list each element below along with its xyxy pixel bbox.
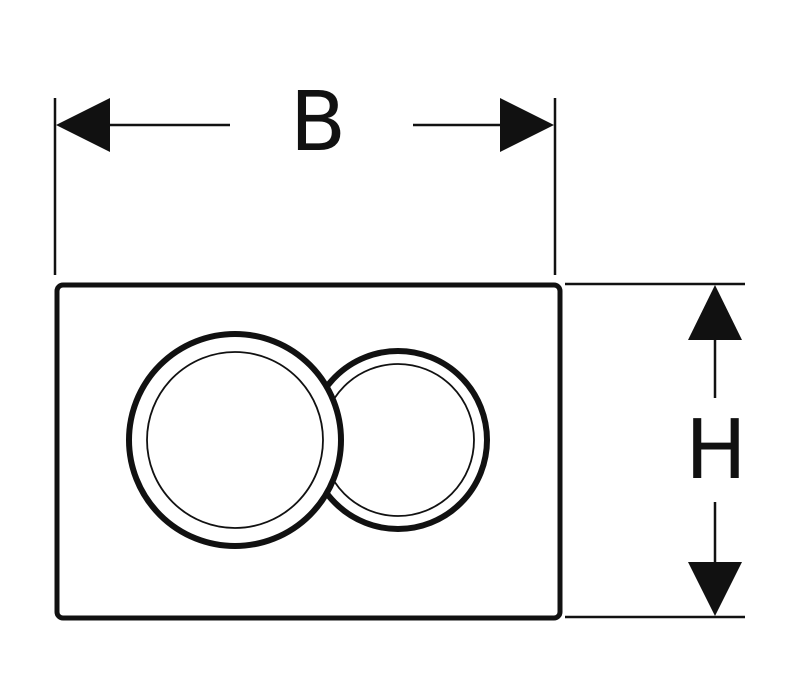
- width-label: B: [290, 75, 346, 170]
- width-dimension: B: [53, 75, 557, 275]
- height-dimension: H: [565, 282, 747, 619]
- arrowhead-up-icon: [688, 285, 742, 340]
- left-flush-button: [126, 331, 344, 549]
- arrowhead-down-icon: [688, 562, 742, 616]
- flush-plate: [54, 282, 563, 621]
- right-flush-button: [306, 348, 490, 532]
- height-label: H: [685, 403, 747, 498]
- arrowhead-right-icon: [500, 98, 554, 152]
- arrowhead-left-icon: [56, 98, 110, 152]
- left-button-inner-ring: [146, 351, 324, 529]
- right-button-inner-ring: [321, 363, 475, 517]
